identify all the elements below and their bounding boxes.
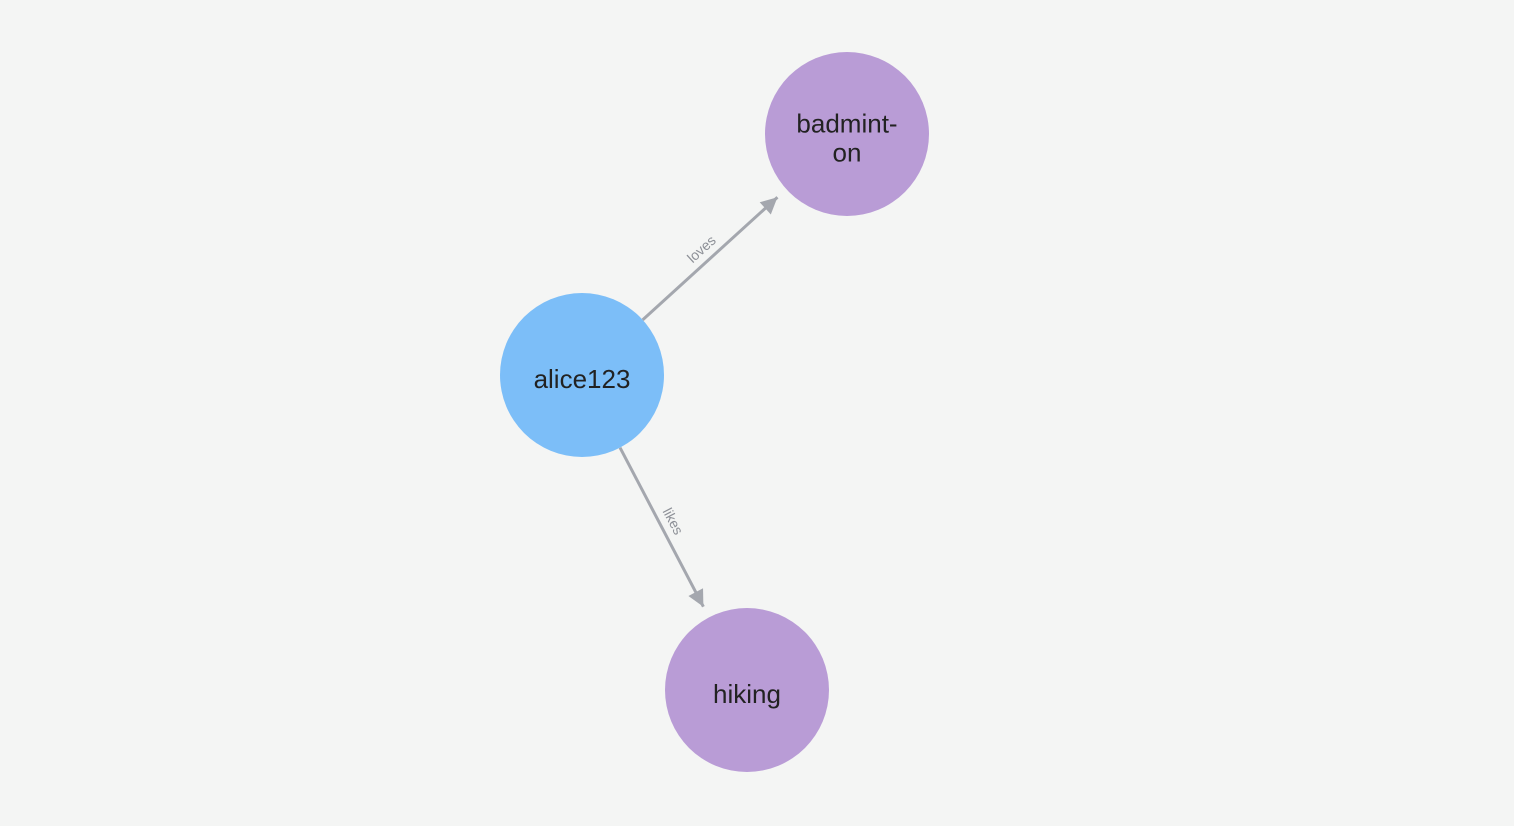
edge-loves-line[interactable]	[641, 196, 779, 321]
edge-likes-line[interactable]	[618, 446, 705, 608]
node-hiking-circle[interactable]	[665, 608, 829, 772]
node-badminton[interactable]: badmint-on	[765, 52, 929, 216]
node-hiking[interactable]: hiking	[665, 608, 829, 772]
node-alice123[interactable]: alice123	[500, 293, 664, 457]
node-badminton-circle[interactable]	[765, 52, 929, 216]
node-alice123-circle[interactable]	[500, 293, 664, 457]
